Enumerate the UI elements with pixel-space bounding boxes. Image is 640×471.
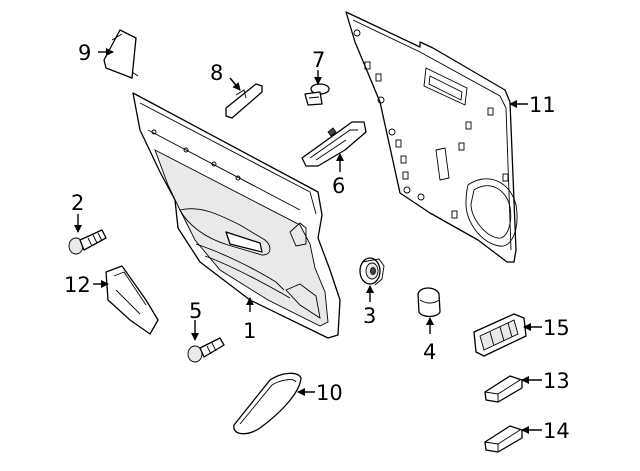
- callout-14: 14: [543, 419, 570, 443]
- part-4-cap: [417, 287, 441, 318]
- callout-13: 13: [543, 369, 570, 393]
- part-9-corner-trim: [103, 29, 139, 79]
- callout-15: 15: [543, 316, 570, 340]
- part-15-switch: [473, 313, 527, 357]
- part-5-screw: [187, 337, 225, 363]
- callout-3: 3: [363, 304, 376, 328]
- callout-9: 9: [78, 41, 91, 65]
- leader-lines: [74, 48, 542, 434]
- part-13-connector: [484, 375, 523, 403]
- part-10-grille-trim: [233, 372, 302, 435]
- part-2-bolt: [68, 229, 107, 255]
- callout-labels: 1 2 3 4 5 6 7 8 9 10 11 12 13 14 15: [64, 41, 570, 443]
- callout-6: 6: [332, 174, 345, 198]
- callout-4: 4: [423, 340, 436, 364]
- part-1-door-trim-panel: [132, 92, 341, 339]
- part-11-panel-backing: [345, 11, 518, 263]
- callout-10: 10: [316, 381, 343, 405]
- callout-2: 2: [71, 191, 84, 215]
- part-12-bracket: [105, 265, 159, 335]
- part-8-trim-piece: [225, 83, 263, 119]
- callout-12: 12: [64, 273, 91, 297]
- callout-8: 8: [210, 61, 223, 85]
- part-14-connector: [484, 425, 523, 453]
- part-6-handle-bracket: [301, 121, 367, 167]
- callout-11: 11: [529, 93, 556, 117]
- callout-5: 5: [189, 299, 202, 323]
- callout-1: 1: [243, 319, 256, 343]
- part-3-speaker: [359, 257, 385, 286]
- part-7-push-clip: [304, 83, 330, 106]
- callout-7: 7: [312, 48, 325, 72]
